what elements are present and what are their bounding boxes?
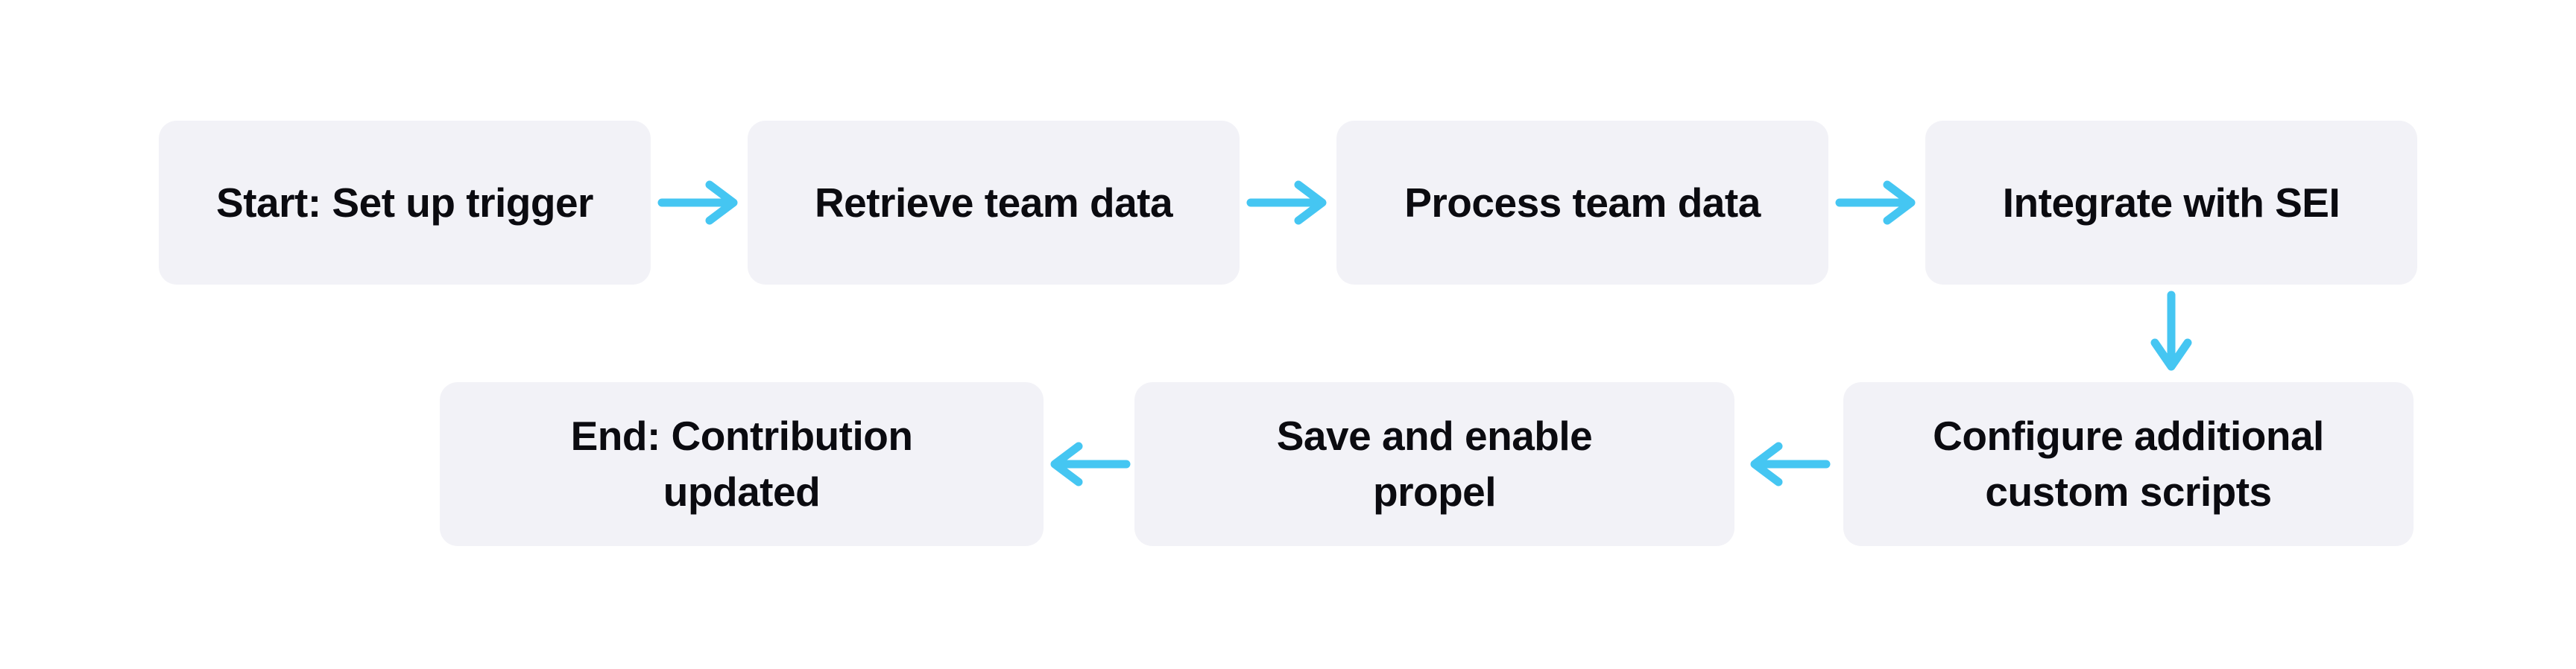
arrow-right-icon [657, 180, 738, 225]
flow-node-process: Process team data [1336, 121, 1828, 285]
node-label-integrate: Integrate with SEI [2002, 179, 2340, 226]
arrow-right-icon [1835, 180, 1916, 225]
node-label-end: End: Contribution updated [570, 413, 913, 515]
flow-node-integrate: Integrate with SEI [1925, 121, 2417, 285]
arrow-left-icon [1050, 442, 1131, 486]
flow-node-start: Start: Set up trigger [159, 121, 651, 285]
flow-node-save: Save and enable propel [1134, 382, 1734, 546]
node-label-retrieve: Retrieve team data [814, 179, 1173, 226]
node-label-process: Process team data [1404, 179, 1761, 226]
flow-node-retrieve: Retrieve team data [748, 121, 1240, 285]
node-label-start: Start: Set up trigger [216, 179, 593, 226]
flow-node-configure: Configure additional custom scripts [1843, 382, 2414, 546]
arrow-down-icon [2150, 291, 2192, 371]
node-label-save: Save and enable propel [1276, 413, 1593, 515]
flow-node-end: End: Contribution updated [440, 382, 1044, 546]
arrow-left-icon [1750, 442, 1831, 486]
node-label-configure: Configure additional custom scripts [1933, 413, 2324, 515]
arrow-right-icon [1246, 180, 1327, 225]
